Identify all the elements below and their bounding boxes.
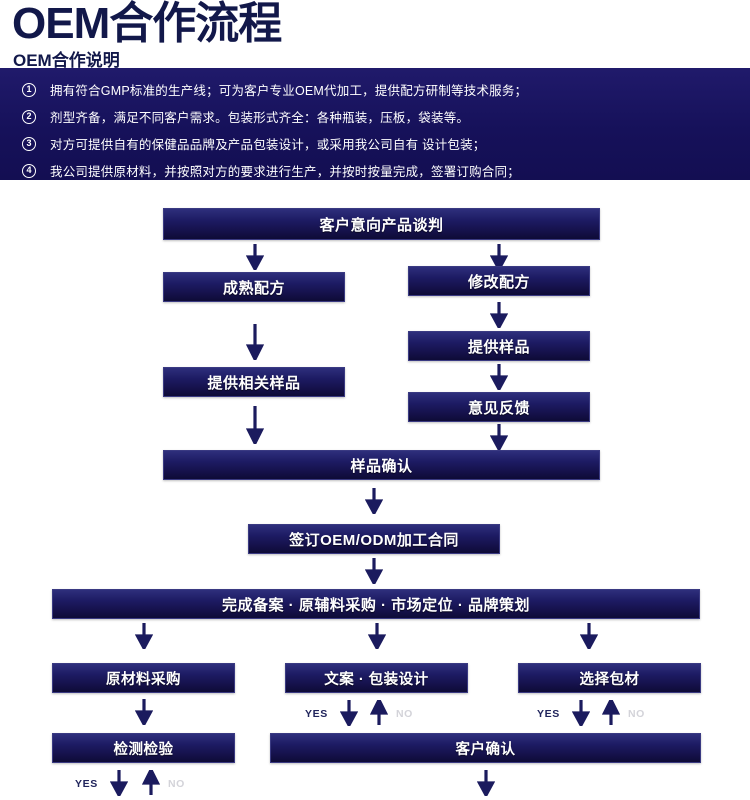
flow-node-sample-confirm: 样品确认 bbox=[163, 450, 600, 480]
arrow-down-icon bbox=[110, 770, 128, 796]
yes-label: YES bbox=[305, 708, 328, 720]
yes-label: YES bbox=[537, 708, 560, 720]
arrow-up-icon bbox=[142, 770, 160, 796]
note-text: 我公司提供原材料，并按照对方的要求进行生产，并按时按量完成，签署订购合同； bbox=[50, 165, 520, 179]
yes-label: YES bbox=[75, 778, 98, 790]
note-item-3: 3 对方可提供自有的保健品品牌及产品包装设计，或采用我公司自有 设计包装； bbox=[22, 134, 485, 153]
flow-node-provide-sample: 提供样品 bbox=[408, 331, 590, 361]
arrow-down-icon bbox=[340, 700, 358, 726]
flow-node-mature-formula: 成熟配方 bbox=[163, 272, 345, 302]
arrow-down-icon bbox=[490, 364, 508, 390]
note-number-icon: 3 bbox=[22, 136, 36, 151]
flow-node-negotiation: 客户意向产品谈判 bbox=[163, 208, 600, 240]
arrow-down-icon bbox=[490, 302, 508, 328]
flow-node-filing-row: 完成备案 · 原辅料采购 · 市场定位 · 品牌策划 bbox=[52, 589, 700, 619]
no-label: NO bbox=[628, 708, 645, 720]
arrow-down-icon bbox=[246, 324, 264, 360]
no-label: NO bbox=[168, 778, 185, 790]
page-subtitle: OEM合作说明 bbox=[13, 51, 120, 70]
note-text: 对方可提供自有的保健品品牌及产品包装设计，或采用我公司自有 设计包装； bbox=[50, 138, 486, 152]
flow-node-feedback: 意见反馈 bbox=[408, 392, 590, 422]
arrow-up-icon bbox=[370, 700, 388, 726]
arrow-down-icon bbox=[135, 623, 153, 649]
note-item-4: 4 我公司提供原材料，并按照对方的要求进行生产，并按时按量完成，签署订购合同； bbox=[22, 161, 520, 180]
note-number-icon: 2 bbox=[22, 109, 36, 124]
flow-node-provide-related-sample: 提供相关样品 bbox=[163, 367, 345, 397]
flow-node-copy-package-design: 文案 · 包装设计 bbox=[285, 663, 468, 693]
arrow-up-icon bbox=[602, 700, 620, 726]
flow-node-customer-confirm: 客户确认 bbox=[270, 733, 701, 763]
arrow-down-icon bbox=[365, 558, 383, 584]
arrow-down-icon bbox=[580, 623, 598, 649]
flow-node-modify-formula: 修改配方 bbox=[408, 266, 590, 296]
page-title: OEM合作流程 bbox=[12, 0, 282, 48]
arrow-down-icon bbox=[572, 700, 590, 726]
note-number-icon: 4 bbox=[22, 163, 36, 178]
notes-panel: 1 拥有符合GMP标准的生产线；可为客户专业OEM代加工，提供配方研制等技术服务… bbox=[0, 68, 750, 180]
note-item-1: 1 拥有符合GMP标准的生产线；可为客户专业OEM代加工，提供配方研制等技术服务… bbox=[22, 80, 527, 99]
note-item-2: 2 剂型齐备，满足不同客户需求。包装形式齐全：各种瓶装，压板，袋装等。 bbox=[22, 107, 469, 126]
arrow-down-icon bbox=[490, 244, 508, 270]
note-text: 剂型齐备，满足不同客户需求。包装形式齐全：各种瓶装，压板，袋装等。 bbox=[50, 111, 470, 125]
arrow-down-icon bbox=[135, 699, 153, 725]
no-label: NO bbox=[396, 708, 413, 720]
arrow-down-icon bbox=[246, 406, 264, 444]
arrow-down-icon bbox=[490, 424, 508, 450]
arrow-down-icon bbox=[365, 488, 383, 514]
arrow-down-icon bbox=[246, 244, 264, 270]
flow-node-select-packaging: 选择包材 bbox=[518, 663, 701, 693]
arrow-down-icon bbox=[477, 770, 495, 796]
flow-node-raw-material: 原材料采购 bbox=[52, 663, 235, 693]
flow-node-sign-contract: 签订OEM/ODM加工合同 bbox=[248, 524, 500, 554]
arrow-down-icon bbox=[368, 623, 386, 649]
note-number-icon: 1 bbox=[22, 82, 36, 97]
flow-node-inspection: 检测检验 bbox=[52, 733, 235, 763]
note-text: 拥有符合GMP标准的生产线；可为客户专业OEM代加工，提供配方研制等技术服务； bbox=[50, 84, 528, 98]
